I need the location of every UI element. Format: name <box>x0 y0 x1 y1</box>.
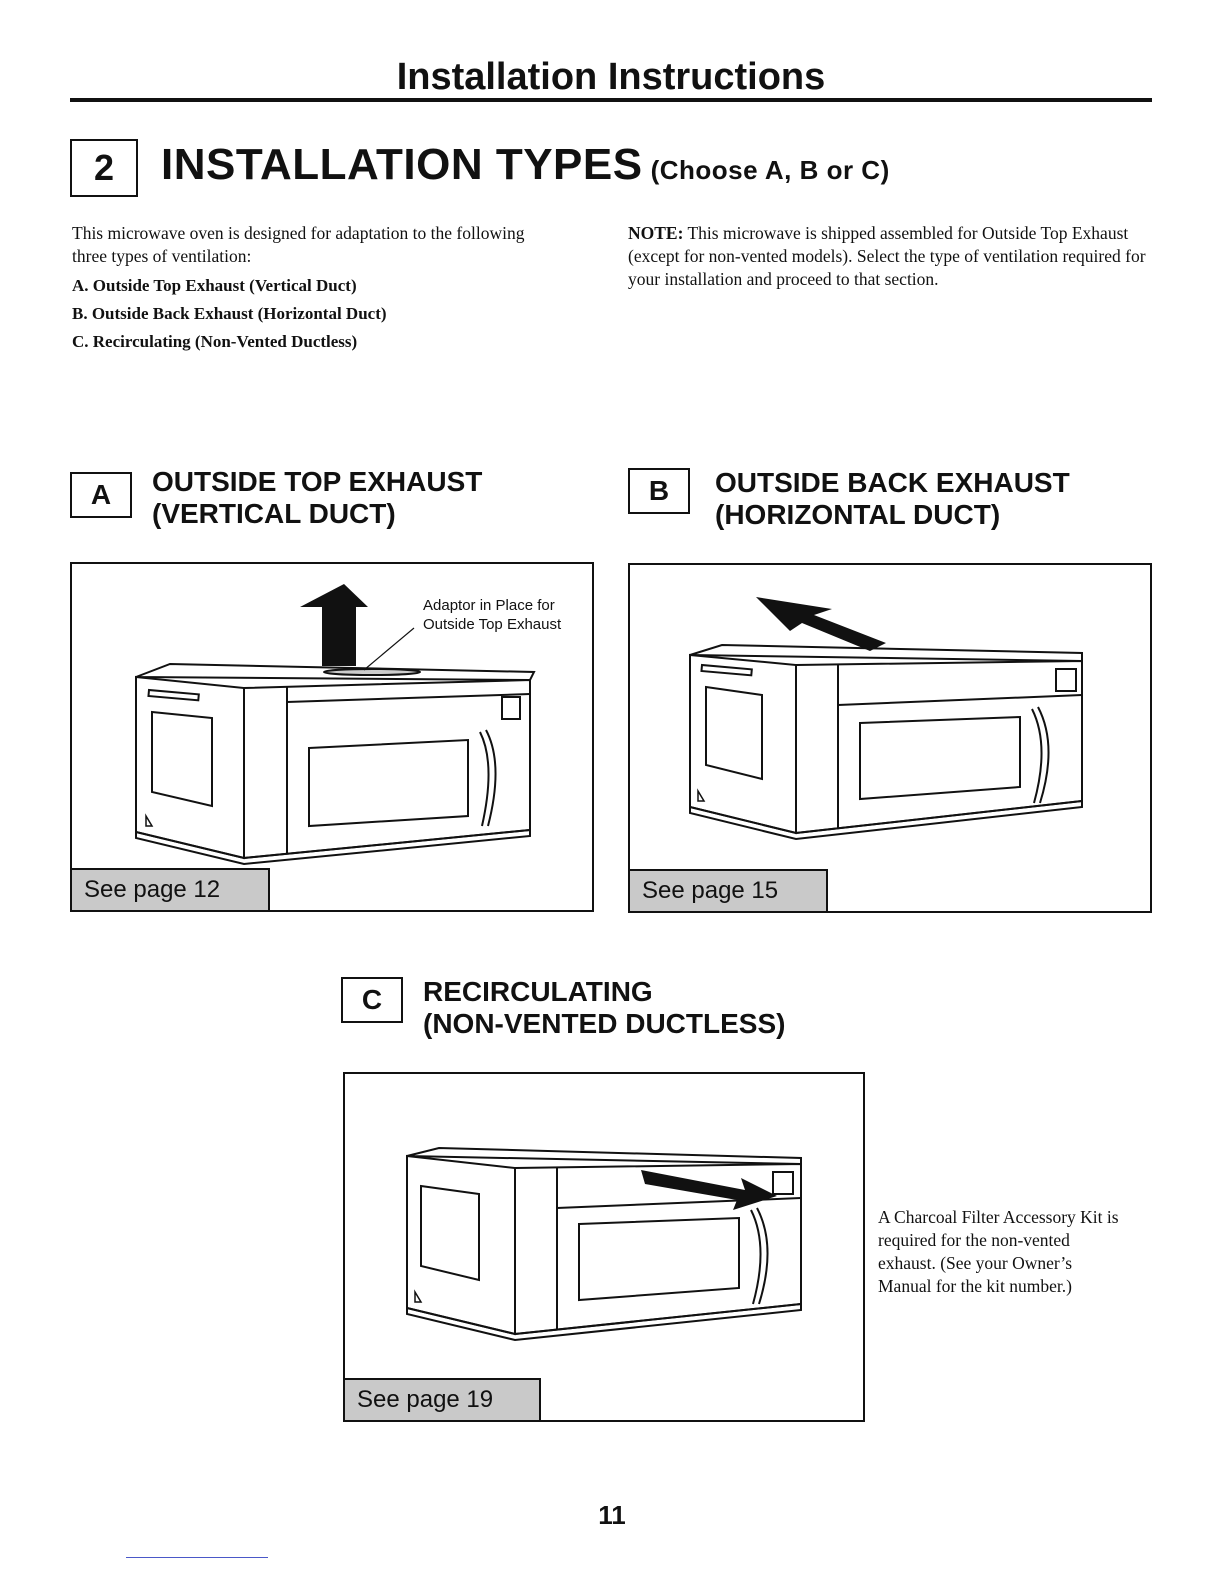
option-a-title-line2: (VERTICAL DUCT) <box>152 498 396 529</box>
type-b: B. Outside Back Exhaust (Horizontal Duct… <box>72 304 387 323</box>
header-rule <box>70 98 1152 102</box>
option-c-title-line2: (NON-VENTED DUCTLESS) <box>423 1008 786 1039</box>
figure-c: See page 19 <box>343 1072 865 1422</box>
adaptor-callout-line2: Outside Top Exhaust <box>423 616 562 633</box>
section-title: INSTALLATION TYPES(Choose A, B or C) <box>161 140 890 190</box>
option-b-title-line1: OUTSIDE BACK EXHAUST <box>715 467 1070 498</box>
type-c: C. Recirculating (Non-Vented Ductless) <box>72 332 358 351</box>
option-b-title: OUTSIDE BACK EXHAUST (HORIZONTAL DUCT) <box>715 467 1070 531</box>
footer-rule <box>126 1557 268 1558</box>
option-a-see-page[interactable]: See page 12 <box>72 868 270 910</box>
option-b-title-line2: (HORIZONTAL DUCT) <box>715 499 1001 530</box>
section-subtitle: (Choose A, B or C) <box>650 155 890 185</box>
note-block: NOTE: This microwave is shipped assemble… <box>628 222 1148 291</box>
step-number-box: 2 <box>70 139 138 197</box>
intro-block: This microwave oven is designed for adap… <box>72 222 542 356</box>
note-label: NOTE: <box>628 223 684 243</box>
ventilation-types-list: A. Outside Top Exhaust (Vertical Duct) B… <box>72 272 542 356</box>
microwave-recirculating-illustration <box>406 1146 802 1342</box>
note-text: This microwave is shipped assembled for … <box>628 223 1146 289</box>
option-a-letter: A <box>70 472 132 518</box>
figure-b: See page 15 <box>628 563 1152 913</box>
type-a: A. Outside Top Exhaust (Vertical Duct) <box>72 276 357 295</box>
adaptor-callout: Adaptor in Place for Outside Top Exhaust <box>423 596 561 634</box>
option-c-letter: C <box>341 977 403 1023</box>
charcoal-filter-note: A Charcoal Filter Accessory Kit is requi… <box>878 1207 1119 1296</box>
figure-a: See page 12 <box>70 562 594 912</box>
option-b-see-page[interactable]: See page 15 <box>630 869 828 911</box>
option-a-title: OUTSIDE TOP EXHAUST (VERTICAL DUCT) <box>152 466 482 530</box>
page-number: 11 <box>598 1500 626 1530</box>
option-c-title: RECIRCULATING (NON-VENTED DUCTLESS) <box>423 976 785 1040</box>
intro-text: This microwave oven is designed for adap… <box>72 223 525 266</box>
option-c-title-line1: RECIRCULATING <box>423 976 653 1007</box>
option-c-see-page[interactable]: See page 19 <box>345 1378 541 1420</box>
option-b-letter: B <box>628 468 690 514</box>
microwave-top-exhaust-illustration <box>135 584 536 866</box>
microwave-back-exhaust-illustration <box>689 597 1083 841</box>
adaptor-callout-line1: Adaptor in Place for <box>423 597 555 614</box>
option-a-title-line1: OUTSIDE TOP EXHAUST <box>152 466 483 497</box>
page-header-title: Installation Instructions <box>396 56 826 98</box>
section-title-text: INSTALLATION TYPES <box>161 140 643 189</box>
